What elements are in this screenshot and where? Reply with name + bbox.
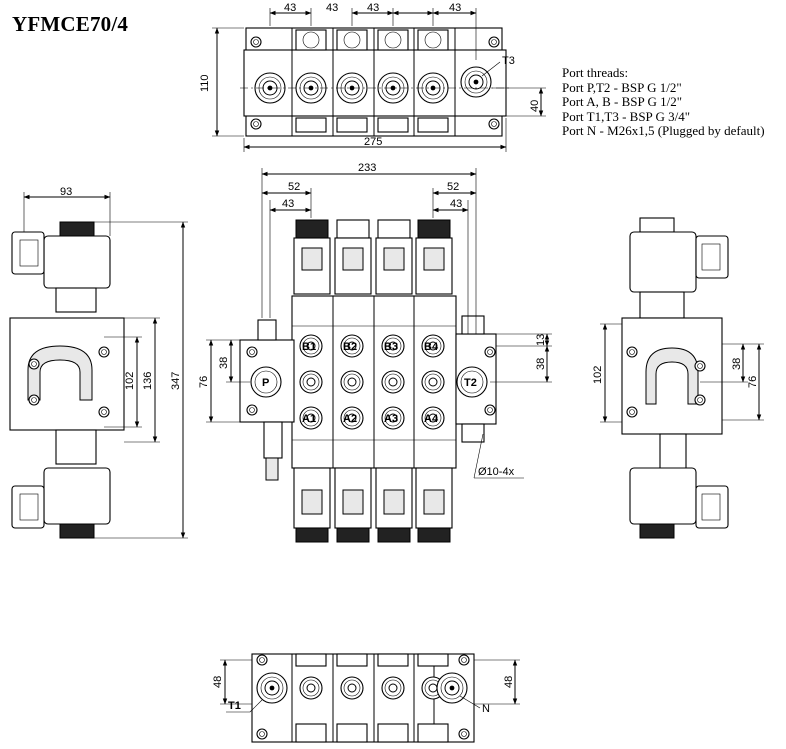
dim-front-v76: 76 <box>198 376 210 388</box>
dim-front-v38: 38 <box>218 357 230 369</box>
label-t1: T1 <box>228 700 241 712</box>
port-a3: A3 <box>384 413 398 425</box>
dim-front-width: 233 <box>358 162 376 174</box>
port-a2: A2 <box>343 413 357 425</box>
dim-top-pitch-1: 43 <box>284 2 296 14</box>
port-thread-notes: Port threads: Port P,T2 - BSP G 1/2" Por… <box>562 65 765 139</box>
notes-header: Port threads: <box>562 65 629 80</box>
dim-front-r38: 38 <box>535 358 547 370</box>
notes-line-2: Port A, B - BSP G 1/2" <box>562 94 683 109</box>
dim-left-width: 93 <box>60 186 72 198</box>
dim-right-102: 102 <box>592 366 604 384</box>
dim-top-height: 110 <box>199 74 211 92</box>
port-b4: B4 <box>424 341 439 353</box>
port-a4: A4 <box>424 413 439 425</box>
notes-line-1: Port P,T2 - BSP G 1/2" <box>562 79 682 95</box>
notes-line-3: Port T1,T3 - BSP G 3/4" <box>562 108 691 124</box>
top-view: 43 43 43 43 110 275 40 T3 <box>199 2 546 152</box>
port-a1: A1 <box>302 413 316 425</box>
dim-front-left-a: 52 <box>288 181 300 193</box>
port-b2: B2 <box>343 341 357 353</box>
port-p: P <box>262 377 269 389</box>
dim-front-right-b: 43 <box>450 198 462 210</box>
solenoids-lower <box>293 467 453 543</box>
label-t3: T3 <box>502 55 515 67</box>
label-holes: Ø10-4x <box>478 466 515 478</box>
dim-right-38: 38 <box>731 358 743 370</box>
dim-left-347: 347 <box>170 372 182 390</box>
dim-right-76: 76 <box>747 376 759 388</box>
dim-top-pitch-4: 43 <box>449 2 461 14</box>
dim-top-width: 275 <box>364 136 382 148</box>
label-n: N <box>482 703 490 715</box>
dim-top-pitch-2: 43 <box>326 2 338 14</box>
port-t2: T2 <box>464 377 477 389</box>
front-view: B1 B2 B3 B4 A1 A2 A3 A4 P T2 233 <box>198 162 552 543</box>
dim-top-pitch-3: 43 <box>367 2 379 14</box>
dim-front-left-b: 43 <box>282 198 294 210</box>
dim-left-102: 102 <box>124 372 136 390</box>
dim-left-136: 136 <box>142 372 154 390</box>
solenoids-upper <box>293 219 453 295</box>
dim-bottom-48-left: 48 <box>212 676 224 688</box>
drawing-title: YFMCE70/4 <box>12 12 129 36</box>
port-b3: B3 <box>384 341 398 353</box>
port-b1: B1 <box>302 341 316 353</box>
left-side-view: 93 102 136 347 <box>9 186 188 539</box>
notes-line-4: Port N - M26x1,5 (Plugged by default) <box>562 123 765 138</box>
dim-top-port-offset: 40 <box>529 100 541 112</box>
dim-bottom-48-right: 48 <box>503 676 515 688</box>
dim-front-right-a: 52 <box>447 181 459 193</box>
right-side-view: 102 38 76 <box>592 217 764 539</box>
dim-front-r13: 13 <box>535 334 547 346</box>
bottom-view: 48 48 T1 N <box>212 653 520 743</box>
